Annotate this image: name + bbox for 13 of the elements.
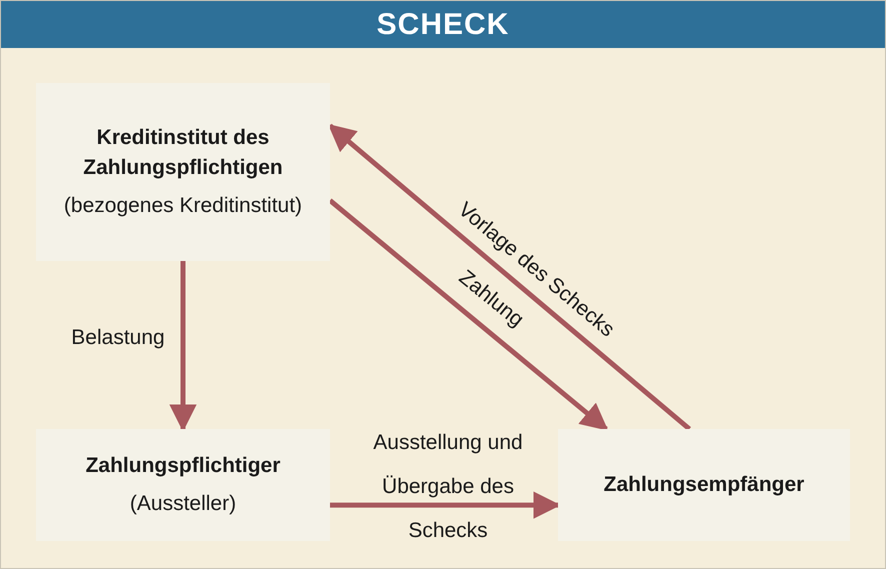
node-title: Zahlungspflichtiger [86, 453, 280, 479]
edge-label: Ausstellung und Übergabe des Schecks [372, 430, 524, 544]
process-box [36, 429, 330, 541]
process-box [36, 83, 330, 261]
node-subtitle: (Aussteller) [130, 491, 236, 517]
node-title: Kreditinstitut des Zahlungspflichtigen [82, 125, 284, 181]
node-title: Zahlungsempfänger [604, 472, 804, 498]
arrow [328, 198, 608, 431]
edge-label: Belastung [70, 325, 166, 351]
arrow [169, 261, 197, 432]
process-box [558, 429, 850, 541]
node-subtitle: (bezogenes Kreditinstitut) [64, 193, 302, 219]
title-banner: SCHECK [1, 1, 885, 48]
